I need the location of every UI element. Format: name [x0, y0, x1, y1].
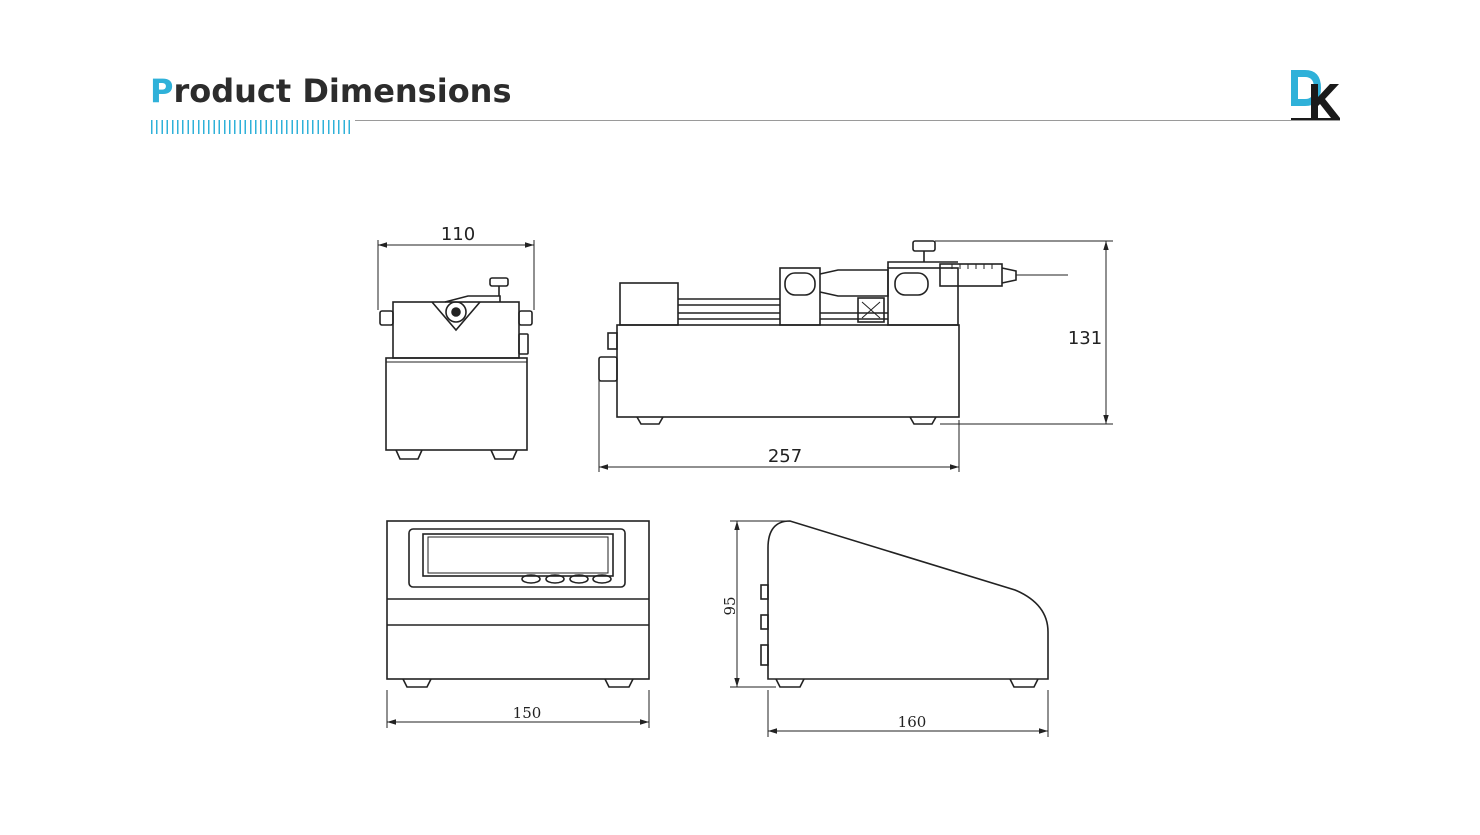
side-view [598, 240, 1113, 472]
front-view [377, 240, 535, 460]
dim-label-side-length: 257 [768, 446, 802, 467]
dim-label-bottom-width: 150 [513, 704, 542, 722]
dim-label-side-height: 131 [1068, 328, 1102, 349]
dk-logo-icon [1291, 70, 1340, 120]
title-initial: P [150, 72, 174, 110]
title-rest: roduct Dimensions [173, 72, 512, 110]
dim-label-profile-depth: 160 [898, 713, 927, 731]
profile-view [730, 520, 1049, 737]
dim-label-front-width: 110 [441, 224, 475, 245]
header-divider [355, 120, 1340, 121]
page-header: Product Dimensions [150, 72, 512, 110]
rear-view [386, 520, 650, 728]
page-title: Product Dimensions [150, 72, 512, 110]
dim-label-profile-height: 95 [721, 596, 739, 615]
logo-letter-k [1311, 84, 1340, 118]
title-tick-bar [151, 120, 351, 134]
